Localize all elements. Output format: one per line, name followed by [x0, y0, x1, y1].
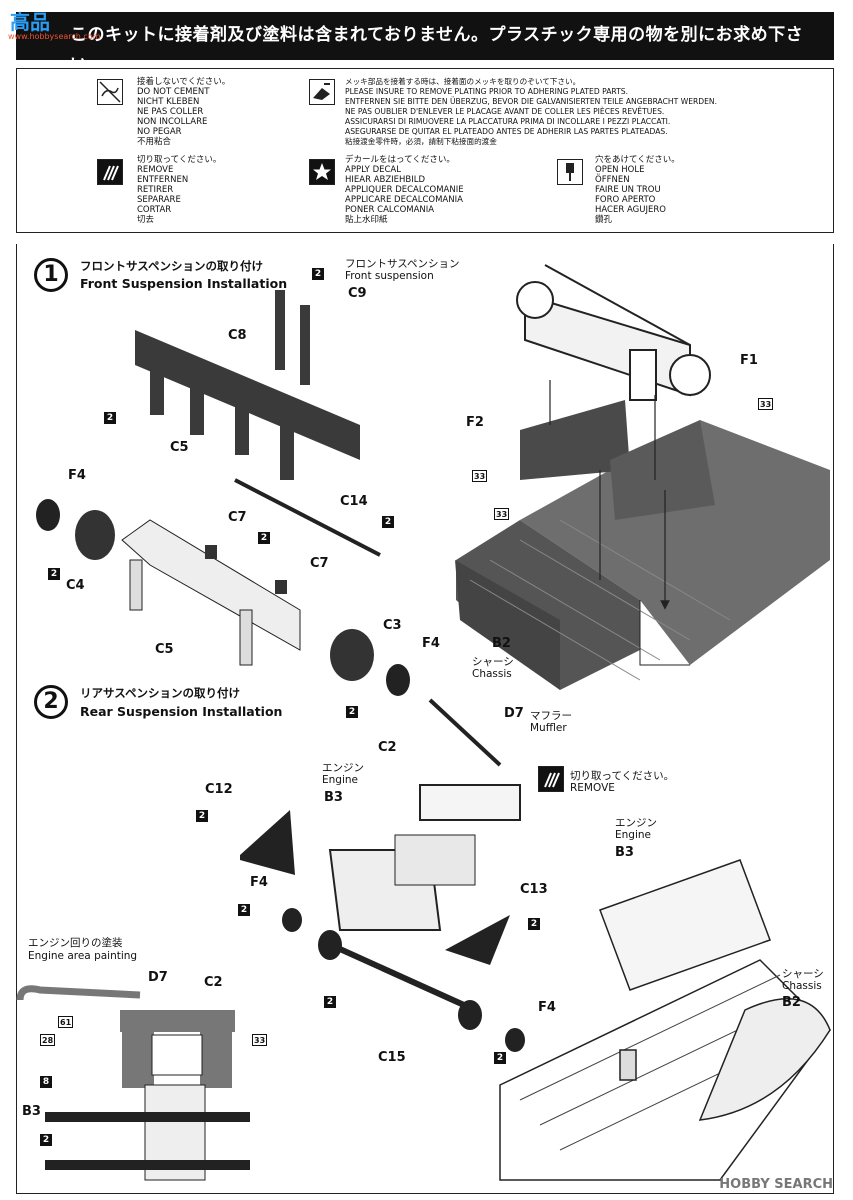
legend-cut-remove: 切り取ってください。 REMOVE ENTFERNEN RETIRER SEPA…	[137, 155, 222, 225]
drill-hole-icon	[557, 159, 583, 185]
step-1-title-en: Front Suspension Installation	[80, 276, 288, 291]
part-label-c2: C2	[378, 740, 397, 755]
paint-badge: 2	[48, 568, 60, 580]
part-label-f4: F4	[250, 875, 268, 890]
paint-badge: 2	[528, 918, 540, 930]
front-suspension-label-en: Front suspension	[345, 270, 434, 282]
part-label-b3: B3	[615, 845, 634, 860]
paint-badge: 8	[40, 1076, 52, 1088]
engine-painting-title-en: Engine area painting	[28, 950, 138, 962]
legend-remove-plating: メッキ部品を接着する時は、接着面のメッキを取りのぞいて下さい。 PLEASE I…	[345, 77, 718, 146]
chassis-label-en: Chassis	[782, 980, 822, 992]
site-url: www.hobbysearch.com	[8, 32, 101, 41]
paint-badge: 33	[472, 470, 488, 482]
part-label-c7: C7	[228, 510, 247, 525]
part-label-b3: B3	[22, 1104, 41, 1119]
part-label-d7: D7	[148, 970, 168, 985]
part-label-c2: C2	[204, 975, 223, 990]
legend-drill-hole: 穴をあけてください。 OPEN HOLE ÖFFNEN FAIRE UN TRO…	[595, 155, 680, 225]
chassis-label-jp: シャーシ	[782, 968, 824, 980]
legend-decal: デカールをはってください。 APPLY DECAL HIEAR ABZIEHBI…	[345, 155, 464, 225]
front-suspension-label-jp: フロントサスペンション	[345, 258, 460, 270]
cut-remove-icon	[97, 159, 123, 185]
paint-badge: 33	[252, 1034, 268, 1046]
part-label-c7: C7	[310, 556, 329, 571]
part-label-c5: C5	[170, 440, 189, 455]
part-label-c3: C3	[383, 618, 402, 633]
front-suspension-parts	[36, 290, 410, 696]
part-label-c13: C13	[520, 882, 548, 897]
muffler-label-en: Muffler	[530, 722, 567, 734]
step-2-number: 2	[34, 685, 68, 719]
part-label-c8: C8	[228, 328, 247, 343]
paint-badge: 2	[382, 516, 394, 528]
engine-painting-inset	[16, 985, 250, 1181]
part-label-f1: F1	[740, 353, 758, 368]
notice-text: このキットに接着剤及び塗料は含まれておりません。プラスチック専用の物を別にお求め…	[70, 25, 804, 75]
paint-badge: 2	[238, 904, 250, 916]
chassis-b2-drawing	[455, 400, 830, 690]
front-suspension-assembly	[516, 264, 711, 605]
step-1-number: 1	[34, 258, 68, 292]
paint-badge: 33	[758, 398, 774, 410]
part-label-c4: C4	[66, 578, 85, 593]
engine-label-en: Engine	[615, 829, 651, 841]
muffler-label-jp: マフラー	[530, 710, 572, 722]
chassis-label-jp: シャーシ	[472, 656, 514, 668]
step-1-title-jp: フロントサスペンションの取り付け	[80, 259, 263, 273]
part-label-d7: D7	[504, 706, 524, 721]
legend-no-glue: 接着しないでください。 DO NOT CEMENT NICHT KLEBEN N…	[137, 77, 231, 147]
part-label-b2: B2	[782, 995, 801, 1010]
part-label-c15: C15	[378, 1050, 406, 1065]
paint-badge: 28	[40, 1034, 56, 1046]
paint-badge: 2	[346, 706, 358, 718]
paint-badge: 61	[58, 1016, 74, 1028]
step-2-title-jp: リアサスペンションの取り付け	[80, 686, 240, 700]
rear-chassis-drawing	[499, 859, 831, 1181]
part-label-c9: C9	[348, 286, 367, 301]
part-label-f4: F4	[422, 636, 440, 651]
remove-label-jp: 切り取ってください。	[570, 770, 675, 782]
part-label-c5: C5	[155, 642, 174, 657]
instruction-frame	[16, 244, 834, 1194]
rear-suspension-parts	[240, 698, 525, 1052]
part-label-f4: F4	[68, 468, 86, 483]
remove-plating-icon	[309, 79, 335, 105]
paint-badge: 2	[312, 268, 324, 280]
engine-label-jp: エンジン	[615, 817, 657, 829]
paint-badge: 33	[494, 508, 510, 520]
paint-badge: 2	[196, 810, 208, 822]
paint-badge: 2	[324, 996, 336, 1008]
step-2-title-en: Rear Suspension Installation	[80, 704, 283, 719]
paint-badge: 2	[258, 532, 270, 544]
paint-badge: 2	[40, 1134, 52, 1146]
paint-badge: 2	[494, 1052, 506, 1064]
site-logo: 高品 www.hobbysearch.com	[8, 6, 101, 41]
part-label-c12: C12	[205, 782, 233, 797]
decal-star-icon	[309, 159, 335, 185]
remove-label-en: REMOVE	[570, 782, 615, 794]
engine-label-jp: エンジン	[322, 762, 364, 774]
cut-remove-icon	[538, 766, 564, 792]
no-glue-icon	[97, 79, 123, 105]
watermark-text: HOBBY SEARCH	[719, 1177, 833, 1192]
part-label-f4: F4	[538, 1000, 556, 1015]
part-label-f2: F2	[466, 415, 484, 430]
symbol-legend: 接着しないでください。 DO NOT CEMENT NICHT KLEBEN N…	[16, 68, 834, 233]
part-label-b3: B3	[324, 790, 343, 805]
engine-painting-title-jp: エンジン回りの塗装	[28, 937, 123, 949]
header-banner	[16, 12, 834, 60]
engine-label-en: Engine	[322, 774, 358, 786]
site-mark: 高品	[10, 10, 50, 34]
paint-badge: 2	[104, 412, 116, 424]
chassis-label-en: Chassis	[472, 668, 512, 680]
part-label-c14: C14	[340, 494, 368, 509]
part-label-b2: B2	[492, 636, 511, 651]
